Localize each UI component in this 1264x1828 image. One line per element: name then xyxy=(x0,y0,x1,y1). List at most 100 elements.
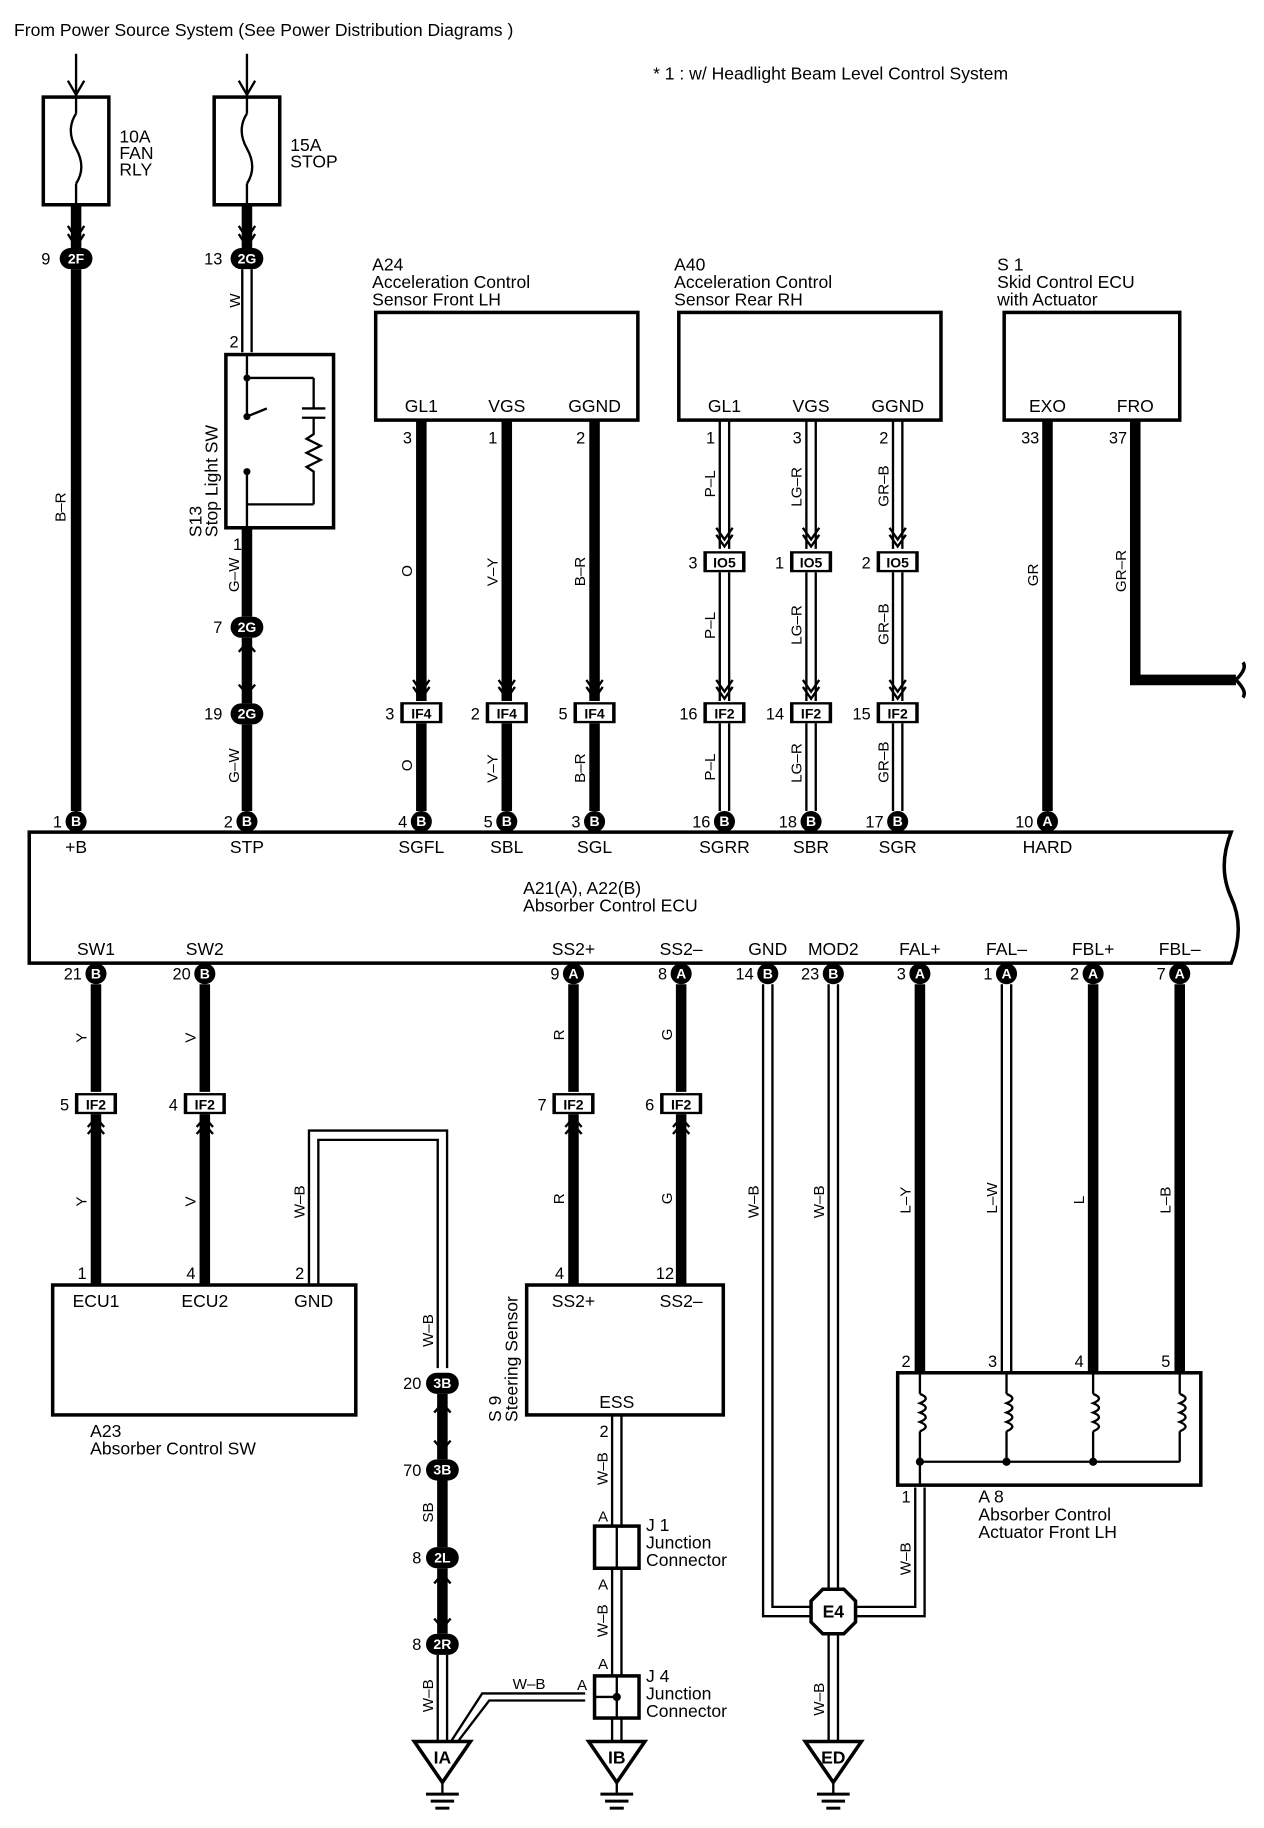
component-code: A40 xyxy=(674,254,705,274)
wire-color: B–R xyxy=(53,492,70,522)
svg-text:2: 2 xyxy=(901,1353,910,1371)
component-name: Connector xyxy=(646,1550,727,1570)
svg-text:2G: 2G xyxy=(238,619,257,635)
svg-text:4: 4 xyxy=(186,1265,195,1283)
svg-text:E4: E4 xyxy=(823,1601,845,1621)
svg-text:V–Y: V–Y xyxy=(484,754,501,783)
component-name: Stop Light SW xyxy=(202,425,222,538)
svg-text:3: 3 xyxy=(403,430,412,448)
svg-text:HARD: HARD xyxy=(1023,837,1073,857)
svg-text:IF2: IF2 xyxy=(86,1096,106,1112)
svg-text:3: 3 xyxy=(897,966,906,984)
svg-text:3: 3 xyxy=(385,706,394,724)
component-name: Skid Control ECU xyxy=(997,272,1135,292)
svg-text:A: A xyxy=(568,965,578,981)
svg-text:2: 2 xyxy=(576,430,585,448)
svg-text:SB: SB xyxy=(420,1502,437,1522)
fuse-name: FAN xyxy=(119,143,153,163)
connector-if2: IF2 7 IF2 6 xyxy=(537,1093,703,1115)
svg-text:GND: GND xyxy=(748,939,787,959)
fuse-icon xyxy=(69,112,83,185)
svg-text:ED: ED xyxy=(821,1748,845,1768)
fuse-icon xyxy=(240,112,254,185)
svg-text:IF2: IF2 xyxy=(195,1096,215,1112)
component-name: Absorber Control xyxy=(978,1504,1111,1524)
svg-text:SGRR: SGRR xyxy=(699,837,750,857)
svg-text:14: 14 xyxy=(766,706,784,724)
svg-text:A: A xyxy=(598,1576,609,1593)
svg-text:4: 4 xyxy=(1075,1353,1084,1371)
svg-text:LG–R: LG–R xyxy=(789,467,806,507)
connector-3b: 3B 70 xyxy=(403,1459,459,1481)
connector-io5: IO5 3 IO5 1 IO5 2 xyxy=(688,551,919,573)
svg-text:R: R xyxy=(551,1193,568,1204)
svg-text:10: 10 xyxy=(1015,813,1033,831)
svg-text:O: O xyxy=(399,759,416,771)
svg-text:8: 8 xyxy=(412,1550,421,1568)
svg-text:A: A xyxy=(598,1508,609,1525)
svg-text:ECU2: ECU2 xyxy=(181,1291,228,1311)
svg-text:IF2: IF2 xyxy=(671,1096,691,1112)
connector-2l: 2L 8 xyxy=(412,1547,459,1569)
svg-text:L–W: L–W xyxy=(984,1182,1001,1214)
svg-text:GND: GND xyxy=(294,1291,333,1311)
svg-text:IF2: IF2 xyxy=(714,706,734,722)
svg-text:1: 1 xyxy=(901,1489,910,1507)
component-name: Sensor Rear RH xyxy=(674,289,803,309)
connector-3b: 3B 20 xyxy=(403,1372,459,1394)
svg-text:20: 20 xyxy=(173,966,191,984)
svg-text:17: 17 xyxy=(865,813,883,831)
svg-text:A: A xyxy=(1001,965,1011,981)
svg-text:P–L: P–L xyxy=(702,470,719,497)
svg-text:O: O xyxy=(399,565,416,577)
svg-text:W–B: W–B xyxy=(513,1676,546,1693)
svg-text:SBL: SBL xyxy=(490,837,523,857)
svg-text:8: 8 xyxy=(412,1636,421,1654)
pin-number: 9 xyxy=(41,250,50,268)
svg-text:ECU1: ECU1 xyxy=(73,1291,120,1311)
svg-text:A: A xyxy=(676,965,686,981)
component-name: Absorber Control ECU xyxy=(523,896,698,916)
connector-2g: 2G 19 xyxy=(204,703,264,725)
accel-sensor-rear-rh: A40 Acceleration Control Sensor Rear RH … xyxy=(674,254,943,422)
junction-connector-j4: J 4 Junction Connector xyxy=(592,1666,727,1721)
svg-text:1: 1 xyxy=(488,430,497,448)
svg-text:A: A xyxy=(1042,813,1052,829)
svg-text:GR–R: GR–R xyxy=(1113,550,1130,592)
svg-text:SGL: SGL xyxy=(577,837,612,857)
wire-color: W xyxy=(227,293,244,308)
svg-text:IO5: IO5 xyxy=(886,555,909,571)
fuse-amp: 10A xyxy=(119,127,151,147)
svg-text:7: 7 xyxy=(1157,966,1166,984)
stop-light-switch: S13 Stop Light SW xyxy=(185,352,336,538)
svg-text:G: G xyxy=(659,1192,676,1204)
component-code: A 8 xyxy=(978,1487,1003,1507)
connector-2g: 2G 13 xyxy=(204,248,264,270)
svg-text:W–B: W–B xyxy=(594,1452,611,1485)
connector-2g: 2G 7 xyxy=(213,616,264,638)
ecu-top-connectors: B 1 B 2 B 4 B 5 B 3 B 16 B 18 B 17 A 10 xyxy=(53,811,1059,833)
svg-text:IF2: IF2 xyxy=(563,1096,583,1112)
svg-text:2F: 2F xyxy=(68,250,85,266)
svg-text:V: V xyxy=(182,1196,199,1207)
component-name: Acceleration Control xyxy=(674,272,832,292)
svg-text:MOD2: MOD2 xyxy=(808,939,859,959)
svg-text:B: B xyxy=(828,965,838,981)
accel-sensor-front-lh: A24 Acceleration Control Sensor Front LH… xyxy=(372,254,640,422)
svg-text:B: B xyxy=(200,965,210,981)
svg-text:B: B xyxy=(502,813,512,829)
component-code: A24 xyxy=(372,254,403,274)
ground-ia: IA xyxy=(410,1739,474,1810)
svg-text:1: 1 xyxy=(706,430,715,448)
svg-text:6: 6 xyxy=(645,1097,654,1115)
svg-text:1: 1 xyxy=(775,555,784,573)
wire-color: G–W xyxy=(226,748,243,783)
svg-text:B: B xyxy=(589,813,599,829)
svg-text:V: V xyxy=(182,1032,199,1043)
svg-text:16: 16 xyxy=(679,706,697,724)
component-code: J 1 xyxy=(646,1515,669,1535)
svg-text:IF2: IF2 xyxy=(801,706,821,722)
svg-text:P–L: P–L xyxy=(702,612,719,639)
steering-sensor: SS2+ SS2– ESS S 9 Steering Sensor xyxy=(485,1283,726,1422)
